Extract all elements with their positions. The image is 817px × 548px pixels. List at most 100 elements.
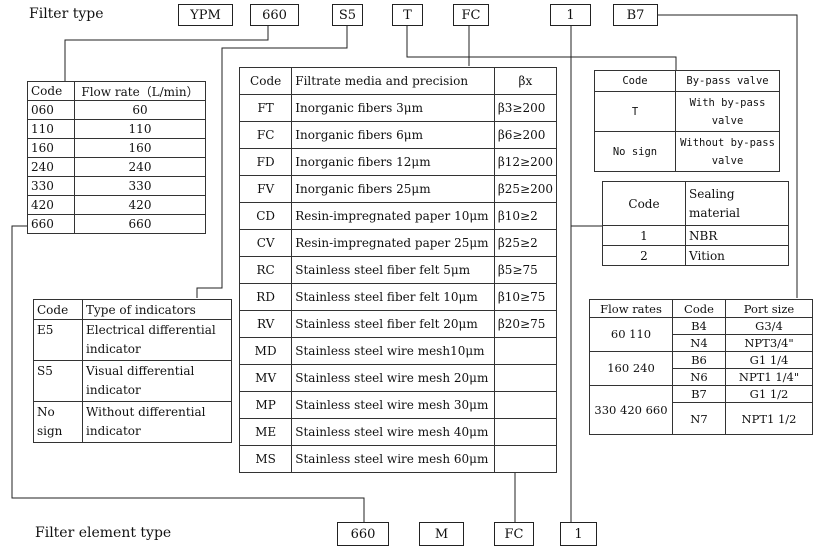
media-cell: Stainless steel wire mesh 30μm	[291, 391, 495, 419]
code-cell: No sign	[594, 131, 676, 172]
indicator-cell: Electrical differential indicator	[82, 319, 232, 361]
filter-element-type-label: Filter element type	[35, 525, 172, 541]
flow-cell: 60 110	[589, 317, 673, 352]
indicator-cell: Visual differential indicator	[82, 360, 232, 402]
header-cell: Sealing material	[685, 181, 789, 226]
beta-cell	[493, 364, 558, 392]
beta-cell	[493, 391, 558, 419]
beta-cell: β10≥2	[493, 202, 558, 230]
table-row: 330 420 660 B7 G1 1/2	[589, 385, 813, 435]
value-cell: 330	[74, 176, 206, 196]
table-row: No sign Without differential indicator	[33, 401, 232, 443]
port-cell: G1 1/2	[725, 385, 813, 403]
media-cell: Inorganic fibers 3μm	[291, 94, 495, 122]
code-cell: MD	[238, 337, 293, 365]
element-box-media-type: M	[419, 522, 464, 546]
code-cell: N4	[672, 334, 726, 352]
table-row: S5 Visual differential indicator	[33, 360, 232, 402]
beta-cell: β6≥200	[493, 121, 558, 149]
material-cell: NBR	[685, 225, 789, 246]
code-cell: 160	[27, 138, 75, 158]
media-cell: Stainless steel wire mesh 40μm	[291, 418, 495, 446]
port-cell: NPT1 1/4"	[725, 368, 813, 386]
code-cell: 420	[27, 195, 75, 215]
code-cell: FT	[238, 94, 293, 122]
code-cell: B4	[672, 317, 726, 335]
table-row: N7 NPT1 1/2	[590, 402, 813, 435]
code-cell: 2	[602, 245, 686, 266]
bypass-cell: With by-pass valve	[675, 91, 780, 132]
code-cell: CV	[238, 229, 293, 257]
value-cell: 110	[74, 119, 206, 139]
header-cell: Code	[672, 299, 726, 318]
table-row: 60 110 B4 G3/4	[589, 317, 813, 352]
code-cell: CD	[238, 202, 293, 230]
code-cell: B6	[672, 351, 726, 369]
media-cell: Inorganic fibers 6μm	[291, 121, 495, 149]
beta-cell: β20≥75	[493, 310, 558, 338]
code-cell: RC	[238, 256, 293, 284]
code-cell: 060	[27, 100, 75, 120]
code-cell: ME	[238, 418, 293, 446]
bypass-cell: Without by-pass valve	[675, 131, 780, 172]
code-box-seal: 1	[550, 4, 591, 26]
beta-cell	[493, 337, 558, 365]
code-box-indicator: S5	[332, 4, 363, 26]
header-cell: βx	[493, 67, 558, 95]
header-cell: Code	[27, 81, 75, 101]
code-cell: B7	[672, 385, 726, 403]
table-row: No sign Without by-pass valve	[594, 131, 780, 172]
header-cell: Flow rate（L/min）	[74, 81, 206, 101]
code-cell: N7	[672, 402, 726, 435]
filter-type-label: Filter type	[29, 6, 104, 22]
code-cell: RV	[238, 310, 293, 338]
table-row: E5 Electrical differential indicator	[33, 319, 232, 361]
media-cell: Stainless steel fiber felt 20μm	[291, 310, 495, 338]
code-cell: 330	[27, 176, 75, 196]
table-row: 160 240 B6 G1 1/4	[589, 351, 813, 386]
media-cell: Inorganic fibers 25μm	[291, 175, 495, 203]
beta-cell: β25≥2	[493, 229, 558, 257]
header-cell: Code	[238, 67, 293, 95]
table-row: T With by-pass valve	[594, 91, 780, 132]
element-box-seal: 1	[560, 522, 597, 546]
code-cell: FD	[238, 148, 293, 176]
media-cell: Inorganic fibers 12μm	[291, 148, 495, 176]
port-size-table: Flow rates Code Port size 60 110 B4 G3/4…	[589, 299, 813, 435]
media-cell: Resin-impregnated paper 10μm	[291, 202, 495, 230]
code-cell: RD	[238, 283, 293, 311]
material-cell: Vition	[685, 245, 789, 266]
port-cell: NPT3/4"	[725, 334, 813, 352]
beta-cell	[493, 445, 558, 473]
media-cell: Stainless steel wire mesh10μm	[291, 337, 495, 365]
header-cell: Filtrate media and precision	[291, 67, 495, 95]
code-cell: S5	[33, 360, 83, 402]
media-cell: Stainless steel wire mesh 20μm	[291, 364, 495, 392]
indicator-type-table: Code Type of indicators E5 Electrical di…	[33, 299, 232, 443]
code-box-bypass: T	[392, 4, 423, 26]
element-box-media: FC	[494, 522, 534, 546]
port-cell: G1 1/4	[725, 351, 813, 369]
code-cell: MV	[238, 364, 293, 392]
code-cell: 240	[27, 157, 75, 177]
value-cell: 240	[74, 157, 206, 177]
beta-cell: β12≥200	[493, 148, 558, 176]
code-cell: No sign	[33, 401, 83, 443]
media-cell: Stainless steel fiber felt 10μm	[291, 283, 495, 311]
value-cell: 60	[74, 100, 206, 120]
